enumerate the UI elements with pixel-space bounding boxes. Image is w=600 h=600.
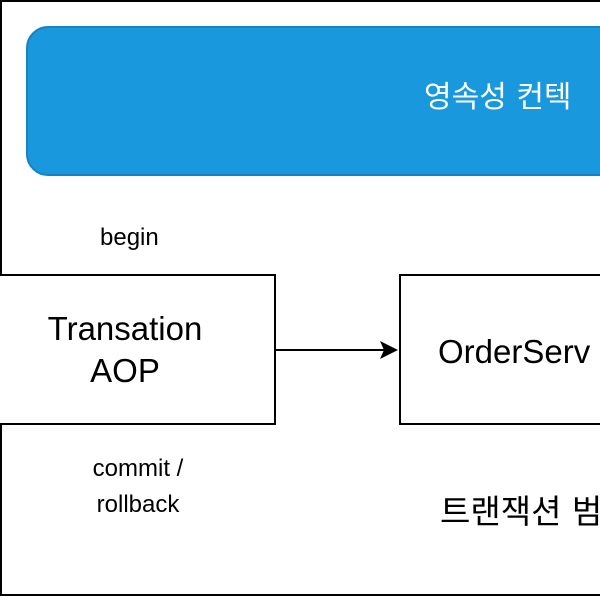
transaction-aop-label-line1: Transation [47,310,203,347]
begin-label: begin [100,224,159,251]
commit-label-line2: rollback [96,491,180,518]
transaction-aop-label: Transation AOP [0,308,250,392]
order-service-box [399,274,600,425]
commit-rollback-label: commit / rollback [70,451,206,523]
transaction-scope-label: 트랜잭션 범 [440,492,600,531]
commit-label-line1: commit / [92,455,184,482]
persistence-context-box [26,26,600,176]
order-service-label: OrderServ [438,333,591,370]
transaction-aop-box [0,274,276,425]
transaction-aop-label-line2: AOP [90,352,160,389]
persistence-context-label: 영속성 컨텍 [424,80,572,115]
